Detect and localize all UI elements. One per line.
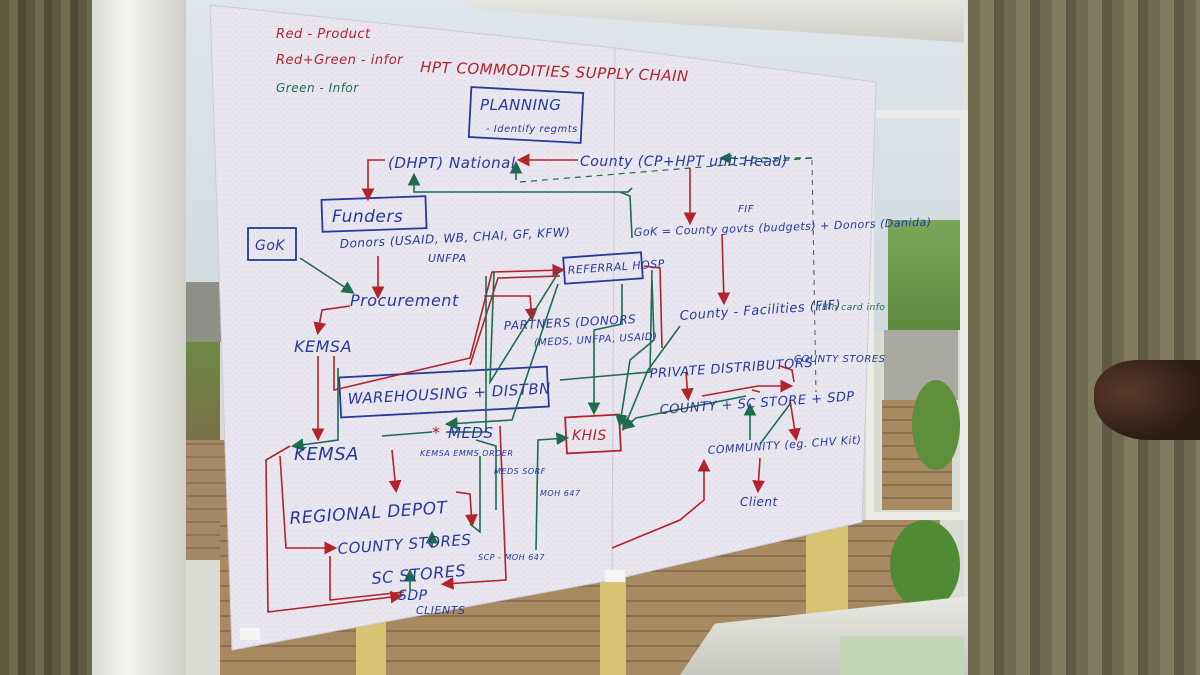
procurement-label: Procurement (350, 291, 459, 310)
product-flow-lines (265, 153, 801, 613)
partners-label: PARTNERS (DONORS (503, 312, 636, 333)
planning-sub-label: - Identify regmts (486, 124, 578, 135)
clients-label: CLIENTS (416, 604, 465, 617)
kemsa-emms-label: KEMSA EMMS ORDER (420, 449, 513, 458)
curtain-left (0, 0, 92, 675)
cost-info-label: (Bin card info (818, 303, 885, 313)
wall-pillar (356, 622, 386, 675)
funders-label: Funders (332, 207, 403, 227)
client-label: Client (740, 495, 779, 509)
tape (240, 628, 260, 640)
meds-label: MEDS (448, 424, 494, 442)
legend-red: Red - Product (276, 27, 371, 42)
moh-647-label: MOH 647 (540, 489, 581, 498)
hand (1094, 360, 1200, 440)
wall-pillar (600, 570, 626, 675)
national-label: (DHPT) National (388, 154, 516, 172)
kemsa-label: KEMSA (294, 444, 359, 465)
county-stores-right-label: COUNTY STORES (794, 354, 886, 365)
window-frame-left (88, 0, 186, 675)
shrub (912, 380, 960, 470)
paper-sheet-right (611, 47, 877, 581)
legend-green: Green - Infor (276, 81, 359, 95)
wall-corner-green (840, 636, 964, 675)
window-sash-open (866, 110, 970, 520)
info-flow-lines (290, 160, 791, 590)
green-field (888, 220, 966, 330)
planning-box (467, 86, 585, 144)
meds-sorf-label: MEDS SORF (494, 467, 546, 476)
unfpa-label: UNFPA (428, 252, 467, 265)
kemsa-top-label: KEMSA (294, 337, 352, 356)
fif-top-label: FIF (738, 204, 754, 215)
khis-label: KHIS (572, 428, 607, 444)
planning-label: PLANNING (480, 96, 561, 114)
tape (605, 570, 625, 582)
shrub (890, 520, 960, 610)
dashed-info-line (519, 157, 813, 183)
dashed-divider (811, 159, 817, 393)
legend-red-green: Red+Green - infor (276, 53, 404, 68)
asterisk: * (432, 423, 440, 442)
curtain-right (968, 0, 1200, 675)
warehousing-box (338, 365, 550, 419)
sdp-label: SDP (398, 588, 428, 604)
gok-box (247, 227, 297, 261)
gok-label: GoK (255, 238, 286, 254)
county-top-label: County (CP+HPT unit Head) (580, 154, 788, 170)
scp-moh-label: SCP - MOH 647 (478, 553, 545, 562)
